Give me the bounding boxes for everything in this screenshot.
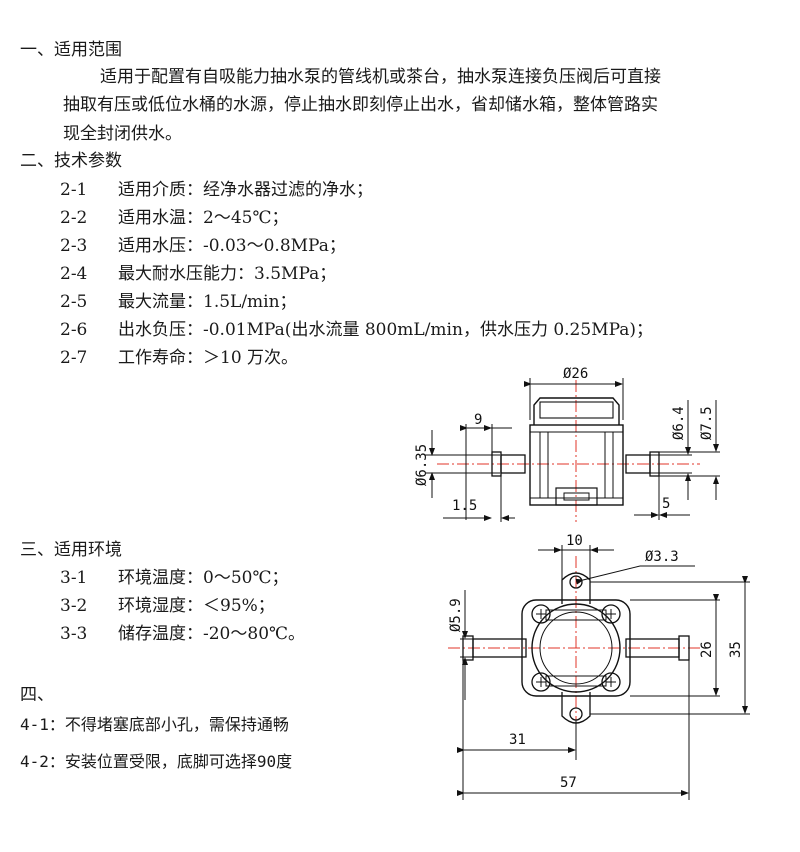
env-text: 环境湿度：＜95%； [118,596,275,616]
dim-label: 35 [728,641,744,658]
section-3-title: 三、适用环境 [20,540,122,560]
spec-code: 2-3 [60,236,88,256]
spec-code: 2-2 [60,208,88,228]
top-view-drawing [448,545,750,800]
spec-code: 2-6 [60,320,88,340]
section-4-title: 四、 [20,685,54,705]
note-line: 4-2：安装位置受限，底脚可选择90度 [20,752,293,771]
spec-text: 最大流量：1.5L/min； [118,292,297,312]
env-code: 3-1 [60,568,88,588]
dim-label: Ø3.3 [645,549,679,565]
dim-label: Ø26 [563,366,588,382]
section-1-line: 适用于配置有自吸能力抽水泵的管线机或茶台，抽水泵连接负压阀后可直接 [100,67,661,87]
env-text: 环境温度：0～50℃； [118,568,289,588]
spec-text: 适用介质：经净水器过滤的净水； [118,180,373,200]
section-1-line: 现全封闭供水。 [63,124,182,144]
spec-text: 适用水温：2～45℃； [118,208,289,228]
dim-label: 57 [560,775,577,791]
section-1-title: 一、适用范围 [20,40,122,60]
spec-text: 最大耐水压能力：3.5MPa； [118,264,337,284]
env-text: 储存温度：-20～80℃。 [118,624,306,644]
spec-text: 出水负压：-0.01MPa(出水流量 800mL/min，供水压力 0.25MP… [118,320,654,340]
dim-label: Ø6.4 [671,406,687,440]
spec-code: 2-4 [60,264,88,284]
dim-label: 1.5 [452,498,477,514]
spec-code: 2-1 [60,180,88,200]
dim-label: 5 [662,496,670,512]
dim-label: 26 [699,641,715,658]
dim-label: Ø7.5 [699,406,715,440]
env-code: 3-2 [60,596,88,616]
dim-label: 9 [474,412,482,428]
env-code: 3-3 [60,624,88,644]
dim-label: Ø6.35 [414,444,430,486]
dim-label: Ø5.9 [448,598,464,632]
dim-label: 31 [509,732,526,748]
section-1-line: 抽取有压或低位水桶的水源，停止抽水即刻停止出水，省却储水箱，整体管路实 [63,95,658,115]
spec-text: 工作寿命：＞10 万次。 [118,348,299,368]
spec-text: 适用水压：-0.03～0.8MPa； [118,236,346,256]
dim-label: 10 [566,533,583,549]
side-view-drawing [425,378,720,522]
spec-code: 2-5 [60,292,88,312]
note-line: 4-1：不得堵塞底部小孔，需保持通畅 [20,715,289,734]
section-2-title: 二、技术参数 [20,151,122,171]
spec-code: 2-7 [60,348,88,368]
